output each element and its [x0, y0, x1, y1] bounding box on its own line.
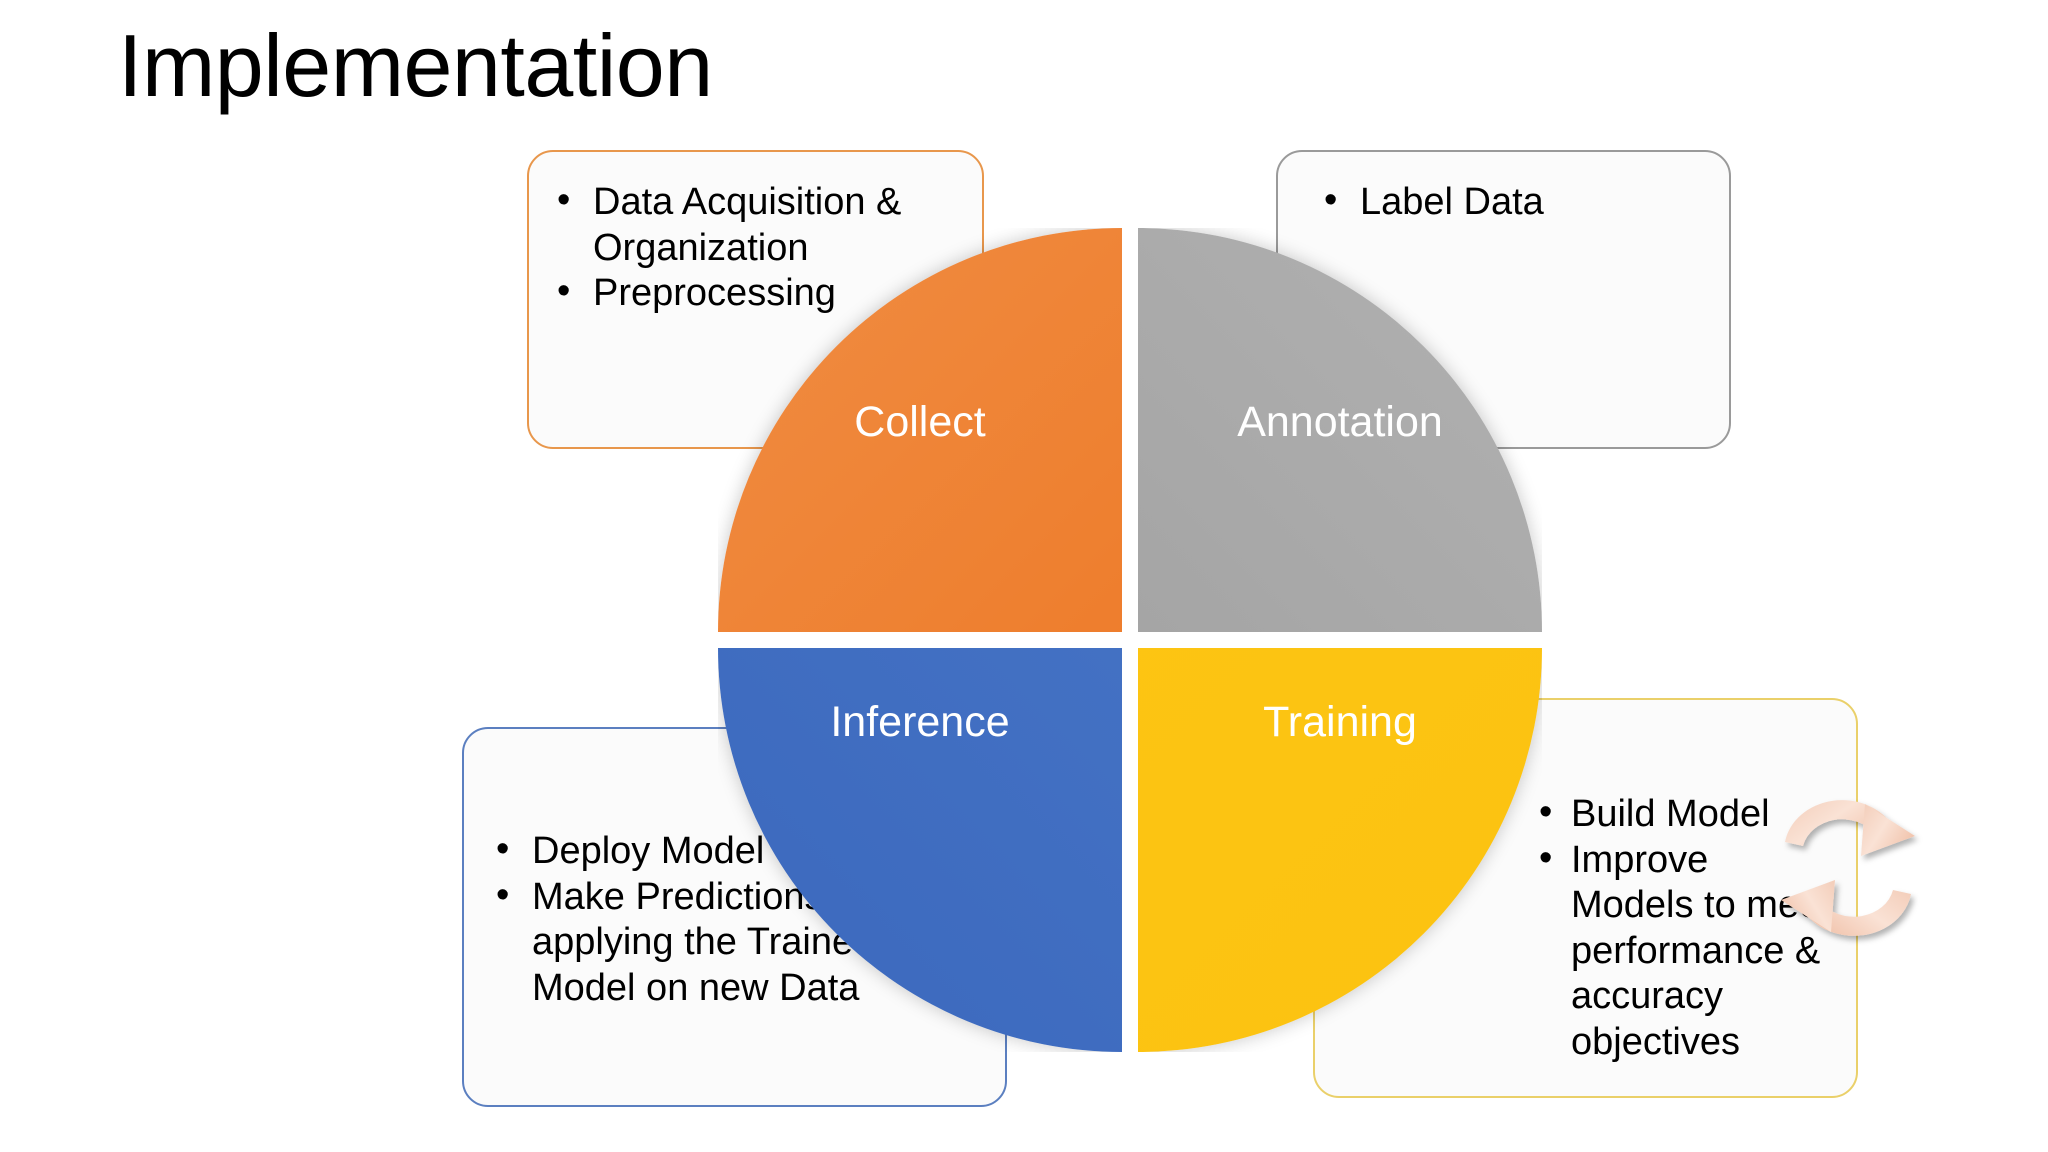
wheel-label-inference: Inference: [830, 698, 1010, 746]
list-item: Preprocessing: [549, 269, 964, 317]
list-item: Improve Models to meet performance & acc…: [1531, 836, 1838, 1066]
callout-training-list: Build Model Improve Models to meet perfo…: [1531, 790, 1838, 1066]
page-title: Implementation: [118, 16, 713, 115]
wheel-label-collect: Collect: [854, 398, 986, 446]
wheel-quadrant-training[interactable]: [1138, 648, 1542, 1052]
cycle-wheel-diagram: Collect Annotation Inference Training: [718, 228, 1915, 1052]
wheel-label-annotation: Annotation: [1237, 398, 1443, 446]
callout-annotation-list: Label Data: [1316, 178, 1711, 226]
callout-collect-list: Data Acquisition & Organization Preproce…: [549, 178, 964, 317]
list-item: Data Acquisition & Organization: [549, 178, 964, 271]
list-item: Deploy Model: [488, 827, 987, 875]
list-item: Build Model: [1531, 790, 1838, 838]
wheel-label-training: Training: [1263, 698, 1417, 746]
wheel-quadrant-annotation[interactable]: [1138, 228, 1542, 632]
list-item: Label Data: [1316, 178, 1711, 226]
wheel-quadrant-inference[interactable]: [718, 648, 1122, 1052]
wheel-quadrant-collect[interactable]: [718, 228, 1122, 632]
